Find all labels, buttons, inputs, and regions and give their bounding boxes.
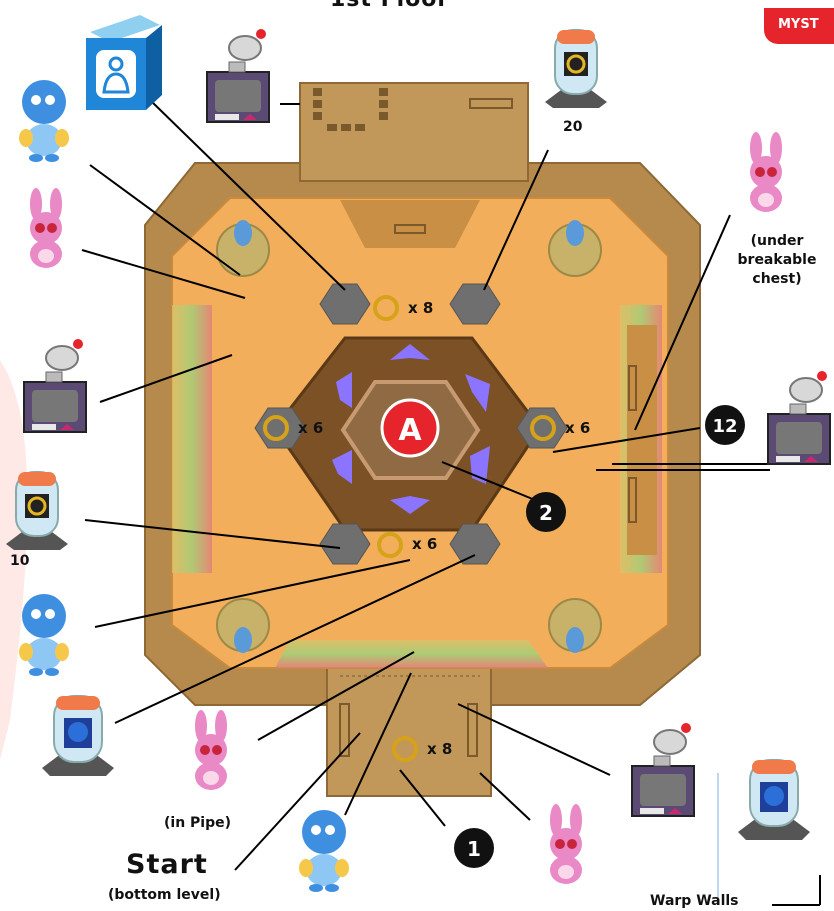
top-entrance [299, 82, 529, 182]
chao-icon [19, 80, 69, 162]
tv-monitor-icon [206, 29, 270, 123]
marker-1: 1 [454, 828, 494, 868]
pillar-lights [234, 220, 584, 653]
ring-count-right: x 6 [565, 419, 591, 437]
left-rail [172, 305, 212, 573]
capsule-left-count: 10 [10, 553, 30, 569]
ring-count-top: x 8 [408, 299, 434, 317]
floor-title: 1st Floor [330, 0, 449, 12]
entrance-vents [313, 88, 513, 131]
gray-hex-pads [254, 283, 568, 565]
chao-icon [19, 594, 69, 676]
ring-icons [263, 295, 556, 762]
ring-count-bottom: x 6 [412, 535, 438, 553]
sonic-capsule-icon [42, 695, 114, 776]
corner-pillars [216, 223, 602, 652]
ring-capsule-icon [545, 29, 607, 108]
rabbit-icon [30, 188, 62, 268]
rabbit-icon [550, 804, 582, 884]
marker-2: 2 [526, 492, 566, 532]
rabbit-icon [195, 710, 227, 790]
marker-12-label: 12 [712, 416, 737, 437]
top-ramp-slot [394, 224, 426, 234]
bottom-corridor [326, 659, 492, 797]
sonic-capsule-icon [738, 759, 810, 840]
goal-a-circle [380, 398, 440, 458]
goal-a-letter: A [398, 413, 422, 448]
marker-12: 12 [705, 405, 745, 445]
decorative-swoosh [0, 360, 28, 760]
corner-tab-label: MYST [778, 17, 819, 32]
start-label: Start [126, 849, 208, 880]
marker-1-label: 1 [467, 837, 481, 861]
ring-count-left: x 6 [298, 419, 324, 437]
tv-monitor-icon [631, 723, 695, 817]
tv-monitor-icon [23, 339, 87, 433]
hint-ring-box [86, 15, 162, 110]
pointer-lines [81, 99, 821, 906]
warp-walls-label: Warp Walls [650, 893, 739, 909]
chao-icon [299, 810, 349, 892]
rabbit-icon [750, 132, 782, 212]
marker-2-label: 2 [539, 501, 553, 525]
ring-capsule-icon [6, 471, 68, 550]
corridor-slot-right [467, 703, 478, 757]
corner-tab: MYST [764, 8, 834, 44]
tv-monitor-icon [767, 371, 831, 465]
capsule-top-count: 20 [563, 119, 583, 135]
rabbit-pipe-note: (in Pipe) [164, 815, 232, 831]
rabbit-breakable-note: (under breakable chest) [737, 233, 817, 287]
ring-count-corridor: x 8 [427, 740, 453, 758]
start-note: (bottom level) [108, 887, 221, 903]
rail-slot [628, 365, 637, 411]
rail-slot [628, 477, 637, 523]
corridor-slot-left [339, 703, 350, 757]
